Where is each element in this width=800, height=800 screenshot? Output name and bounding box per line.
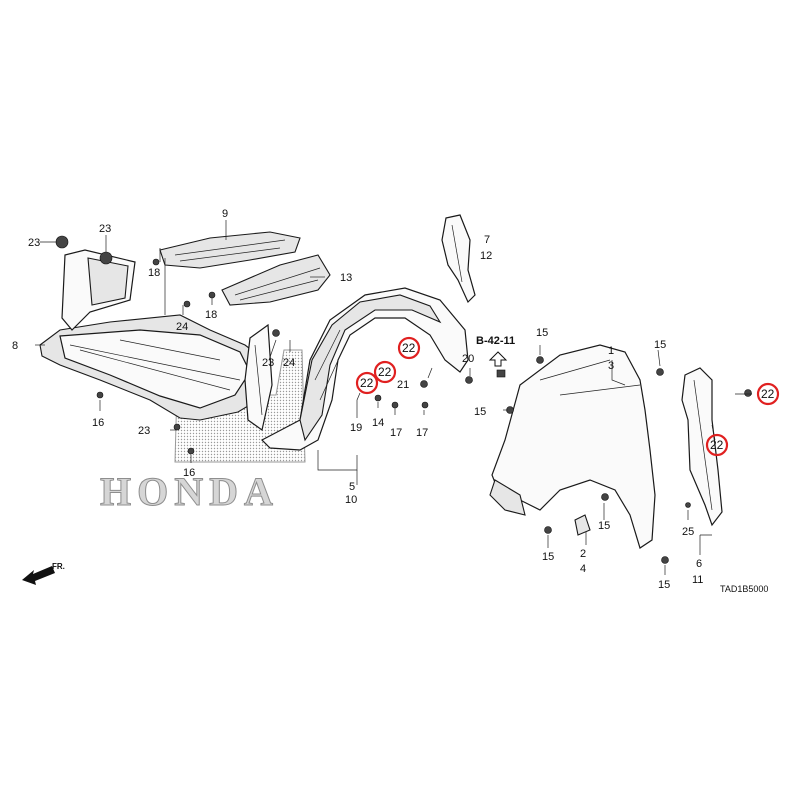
- callout-3[interactable]: 3: [608, 360, 614, 372]
- callout-18[interactable]: 18: [205, 309, 217, 321]
- fender-mounting-bracket[interactable]: [441, 214, 476, 304]
- callout-24[interactable]: 24: [176, 321, 188, 333]
- callout-12[interactable]: 12: [480, 250, 492, 262]
- callout-22-highlighted[interactable]: 22: [360, 376, 374, 390]
- side-air-guide-right[interactable]: [244, 323, 273, 432]
- callout-23[interactable]: 23: [99, 223, 111, 235]
- fender-side-bracket[interactable]: [681, 367, 723, 527]
- callout-20[interactable]: 20: [462, 353, 474, 365]
- callout-10[interactable]: 10: [345, 494, 357, 506]
- fastener-clips: [96, 258, 752, 564]
- callout-15[interactable]: 15: [542, 551, 554, 563]
- callout-11[interactable]: 11: [692, 574, 703, 586]
- front-fender[interactable]: [489, 344, 656, 549]
- callout-24[interactable]: 24: [283, 357, 295, 369]
- callout-9[interactable]: 9: [222, 208, 228, 220]
- callout-14[interactable]: 14: [372, 417, 384, 429]
- callout-4[interactable]: 4: [580, 563, 586, 575]
- front-fender-liner[interactable]: [260, 287, 469, 451]
- callout-23[interactable]: 23: [28, 237, 40, 249]
- highlight-rings: [355, 336, 780, 457]
- front-direction-label: FR.: [52, 562, 65, 571]
- callout-16[interactable]: 16: [92, 417, 104, 429]
- callout-1[interactable]: 1: [608, 345, 614, 357]
- engine-undercover-middle[interactable]: [221, 254, 331, 306]
- front-direction-arrow-icon: [22, 566, 55, 585]
- callout-19[interactable]: 19: [350, 422, 362, 434]
- callout-15[interactable]: 15: [654, 339, 666, 351]
- callout-15[interactable]: 15: [598, 520, 610, 532]
- honda-wordmark: HONDA: [100, 469, 279, 514]
- callout-23[interactable]: 23: [138, 425, 150, 437]
- callout-17[interactable]: 17: [416, 427, 428, 439]
- callout-5[interactable]: 5: [349, 481, 355, 493]
- highlighted-callouts: 22 22 22 22 22: [360, 341, 775, 452]
- diagram-code: TAD1B5000: [720, 584, 768, 594]
- callout-17[interactable]: 17: [390, 427, 402, 439]
- callout-22-highlighted[interactable]: 22: [378, 365, 392, 379]
- callout-8[interactable]: 8: [12, 340, 18, 352]
- callout-18[interactable]: 18: [148, 267, 160, 279]
- callout-labels: 9 23 23 18 13 7 12 8 24 18 23 24 16 23 1…: [12, 208, 703, 591]
- callout-6[interactable]: 6: [696, 558, 702, 570]
- reference-arrow-icon: [488, 351, 508, 367]
- callout-22-highlighted[interactable]: 22: [710, 438, 724, 452]
- callout-22-highlighted[interactable]: 22: [761, 387, 775, 401]
- engine-undercover-upper[interactable]: [159, 231, 301, 269]
- callout-21[interactable]: 21: [397, 379, 409, 391]
- callout-16[interactable]: 16: [183, 467, 195, 479]
- callout-23[interactable]: 23: [262, 357, 274, 369]
- callout-7[interactable]: 7: [484, 234, 490, 246]
- front-undercover[interactable]: [39, 314, 266, 421]
- callout-15[interactable]: 15: [474, 406, 486, 418]
- callout-2[interactable]: 2: [580, 548, 586, 560]
- side-air-guide-left[interactable]: [55, 235, 136, 331]
- callout-15[interactable]: 15: [536, 327, 548, 339]
- callout-13[interactable]: 13: [340, 272, 352, 284]
- leader-lines: [35, 220, 752, 575]
- callout-22-highlighted[interactable]: 22: [402, 341, 416, 355]
- callout-25[interactable]: 25: [682, 526, 694, 538]
- callout-15[interactable]: 15: [658, 579, 670, 591]
- section-reference[interactable]: B-42-11: [476, 335, 515, 347]
